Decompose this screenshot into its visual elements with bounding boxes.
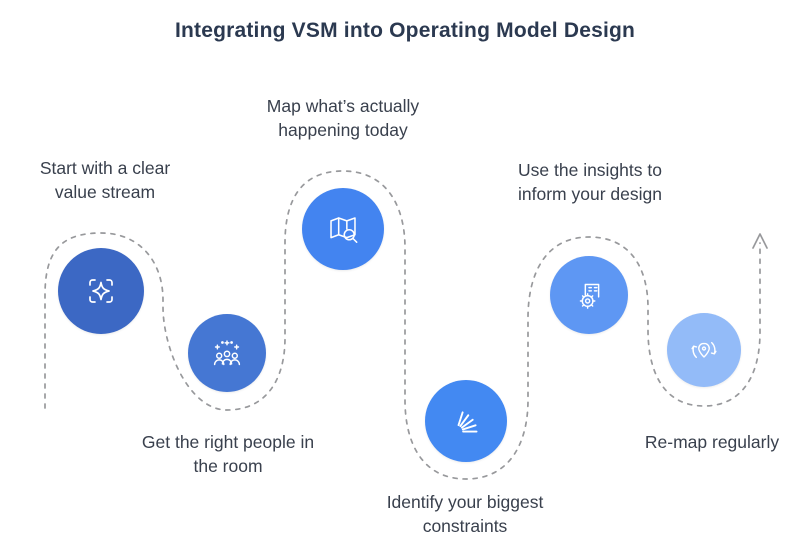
map-search-icon: [330, 217, 358, 243]
step-label-remap: Re-map regularly: [644, 432, 780, 452]
step-circle-right-people: [188, 314, 266, 392]
step-label-right-people: Get the right people in the room: [141, 432, 315, 477]
step-label-constraints: Identify your biggest constraints: [386, 492, 544, 537]
page-title: Integrating VSM into Operating Model Des…: [174, 19, 636, 42]
step-label-value-stream: Start with a clear value stream: [39, 158, 171, 203]
focus-sparkle-icon: [89, 279, 113, 303]
arrow-up-icon: [752, 233, 768, 249]
step-label-map-today: Map what’s actually happening today: [266, 96, 420, 141]
step-label-inform-design: Use the insights to inform your design: [518, 160, 662, 205]
audience-icon: [213, 340, 241, 366]
step-circle-constraints: [425, 380, 507, 462]
step-circle-value-stream: [58, 248, 144, 334]
flow-path-line: [44, 170, 761, 480]
step-circle-remap: [667, 313, 741, 387]
building-gear-icon: [579, 283, 600, 309]
step-circle-inform-design: [550, 256, 628, 334]
constraints-stack-icon: [457, 411, 478, 433]
step-circle-map-today: [302, 188, 384, 270]
refresh-pin-icon: [691, 341, 717, 359]
